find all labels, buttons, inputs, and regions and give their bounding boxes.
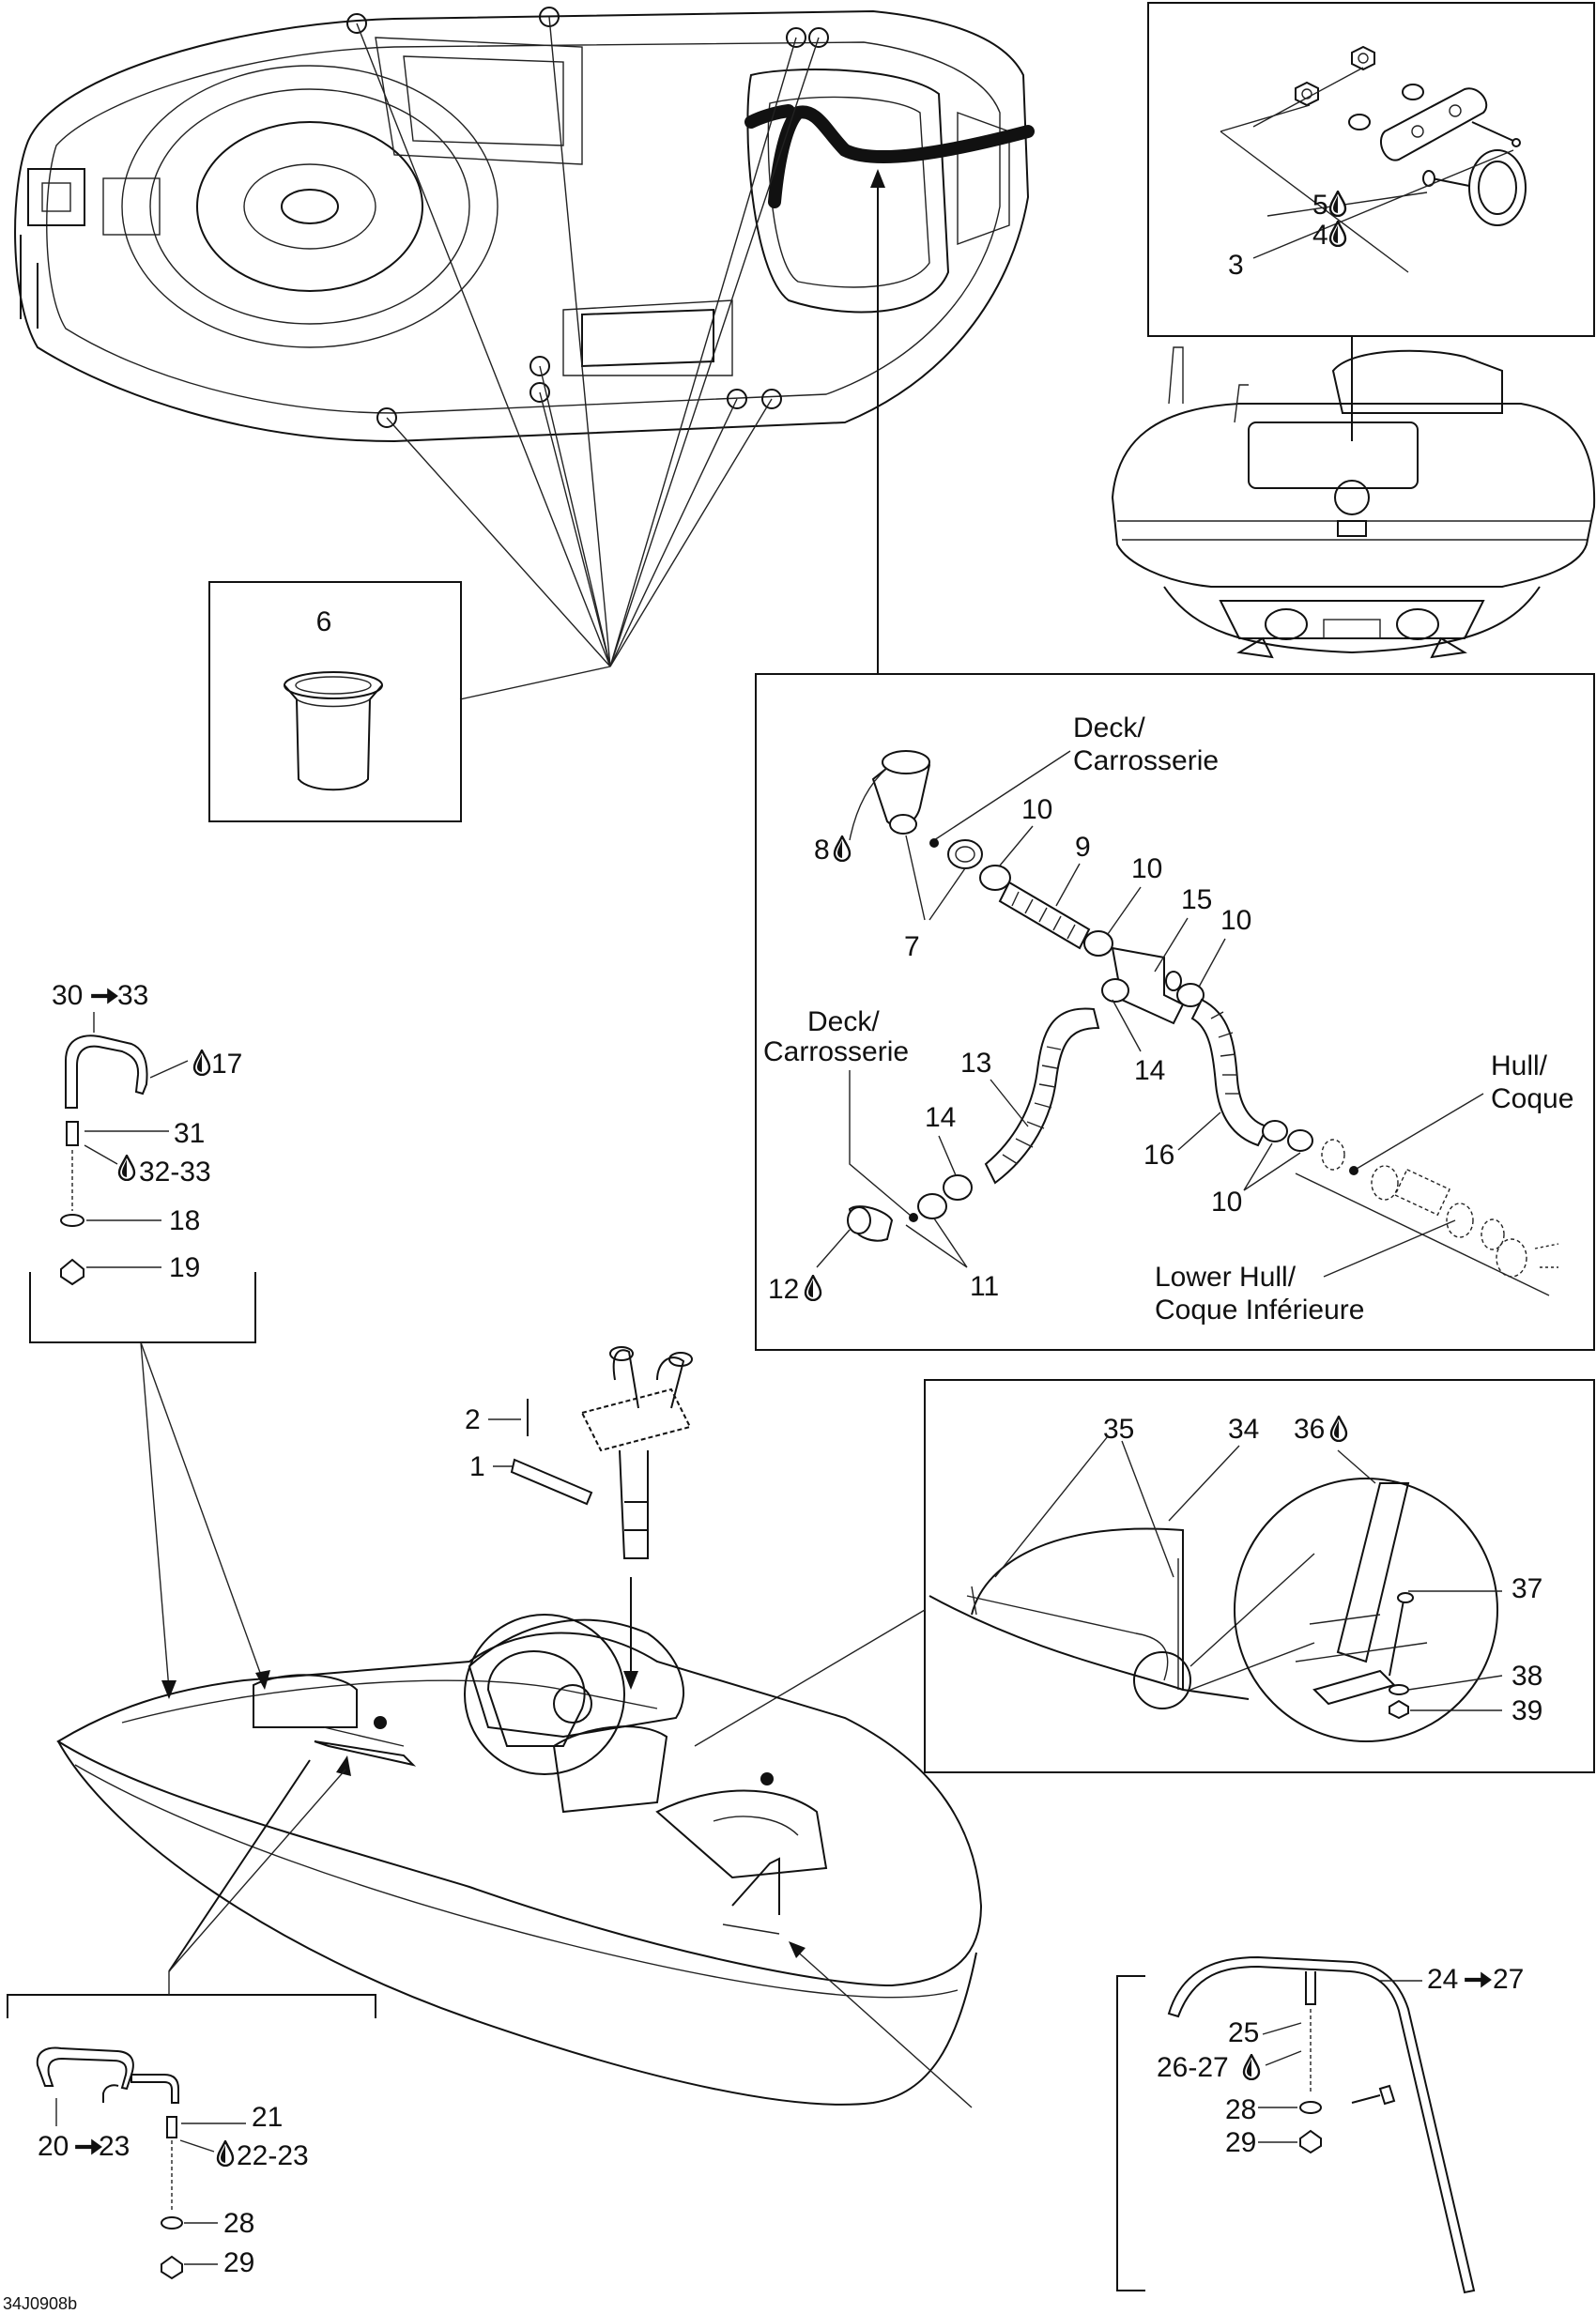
callout-39: 39: [1512, 1695, 1542, 1726]
sealant-drop-icon: [1329, 1416, 1348, 1442]
callout-38: 38: [1512, 1661, 1542, 1692]
stern-view: [1111, 346, 1596, 659]
callout-13: 13: [960, 1048, 991, 1079]
callout-9: 9: [1075, 832, 1091, 863]
label-deck-lower-1: Deck/: [807, 1006, 880, 1037]
callout-30: 30: [52, 980, 83, 1011]
rail-30-33: 30 33 17 31 32-33 18 19: [29, 980, 270, 1699]
deck-top-view: [14, 7, 1035, 700]
callout-4: 4: [1312, 220, 1328, 251]
pylon-box: 35 34 36 37 38 39: [694, 1379, 1595, 1773]
nut-top: [1351, 45, 1375, 71]
sealant-drop-icon: [1328, 191, 1347, 217]
callout-37: 37: [1512, 1573, 1542, 1604]
label-deck-lower-2: Carrosserie: [763, 1036, 909, 1067]
callout-35: 35: [1103, 1414, 1134, 1445]
callout-11: 11: [970, 1271, 999, 1302]
sealant-drop-icon: [117, 1155, 136, 1181]
callout-28: 28: [223, 2208, 254, 2239]
hose-detail-box: Deck/ Carrosserie 8 7 10 9 10 15 10: [755, 673, 1595, 1351]
callout-14: 14: [1134, 1055, 1165, 1086]
callout-26-27: 26-27: [1157, 2052, 1229, 2083]
callout-25: 25: [1228, 2017, 1259, 2048]
callout-7: 7: [904, 931, 920, 962]
callout-31: 31: [174, 1118, 205, 1149]
callout-34: 34: [1228, 1414, 1259, 1445]
cup-holder-box: 6: [208, 581, 462, 822]
rail-20-23: 20 23 21 22-23 28 29: [7, 1971, 376, 2280]
callout-2: 2: [465, 1404, 481, 1435]
arrow-right-icon: [1465, 1971, 1492, 1988]
callout-18: 18: [169, 1205, 200, 1236]
callout-10: 10: [1021, 794, 1052, 825]
callout-8: 8: [814, 835, 830, 866]
callout-27: 27: [1493, 1964, 1524, 1995]
cup-holder-fittings: [346, 7, 829, 428]
sealant-drop-icon: [804, 1275, 822, 1301]
callout-5: 5: [1312, 190, 1328, 221]
callout-19: 19: [169, 1252, 200, 1283]
callout-1: 1: [469, 1451, 485, 1482]
sealant-drop-icon: [1242, 2054, 1261, 2080]
callout-21: 21: [252, 2102, 283, 2133]
rail-24-27: 24 27 25 26-27 28 29: [1116, 1955, 1524, 2294]
callout-22-23: 22-23: [237, 2140, 309, 2171]
callout-10: 10: [1131, 853, 1162, 884]
callout-12: 12: [768, 1274, 799, 1305]
callout-10: 10: [1211, 1187, 1242, 1218]
nut-left: [1295, 81, 1319, 107]
callout-36: 36: [1294, 1414, 1325, 1445]
callout-10: 10: [1220, 905, 1251, 936]
callout-15: 15: [1181, 884, 1212, 915]
callout-29: 29: [1225, 2127, 1256, 2158]
hose-route: [768, 105, 1035, 208]
callout-24: 24: [1427, 1964, 1458, 1995]
callout-14: 14: [925, 1102, 956, 1133]
callout-32-33: 32-33: [139, 1157, 211, 1188]
callout-6: 6: [316, 606, 332, 637]
label-lower-hull-2: Coque Inférieure: [1155, 1295, 1364, 1326]
label-lower-hull-1: Lower Hull/: [1155, 1262, 1297, 1293]
ski-tow-bracket: 2 1: [465, 1346, 693, 1690]
boat-three-quarter-view: [56, 1614, 983, 2108]
figure-id: 34J0908b: [3, 2294, 77, 2313]
callout-17: 17: [211, 1049, 242, 1080]
hull-fitting-parts: [1321, 1139, 1559, 1278]
callout-20: 20: [38, 2131, 69, 2162]
callout-28: 28: [1225, 2094, 1256, 2125]
arrow-right-icon: [91, 988, 118, 1004]
sealant-drop-icon: [216, 2140, 235, 2167]
callout-3: 3: [1228, 250, 1244, 281]
callout-33: 33: [117, 980, 148, 1011]
callout-29: 29: [223, 2247, 254, 2278]
sealant-drop-icon: [192, 1050, 211, 1076]
callout-23: 23: [99, 2131, 130, 2162]
sealant-drop-icon: [833, 835, 852, 862]
callout-16: 16: [1143, 1140, 1174, 1171]
label-deck-1: Deck/: [1073, 713, 1145, 743]
label-hull-1: Hull/: [1491, 1050, 1548, 1081]
steering-box: 5 4 3: [1147, 2, 1595, 441]
label-deck-2: Carrosserie: [1073, 745, 1219, 776]
label-hull-2: Coque: [1491, 1083, 1573, 1114]
